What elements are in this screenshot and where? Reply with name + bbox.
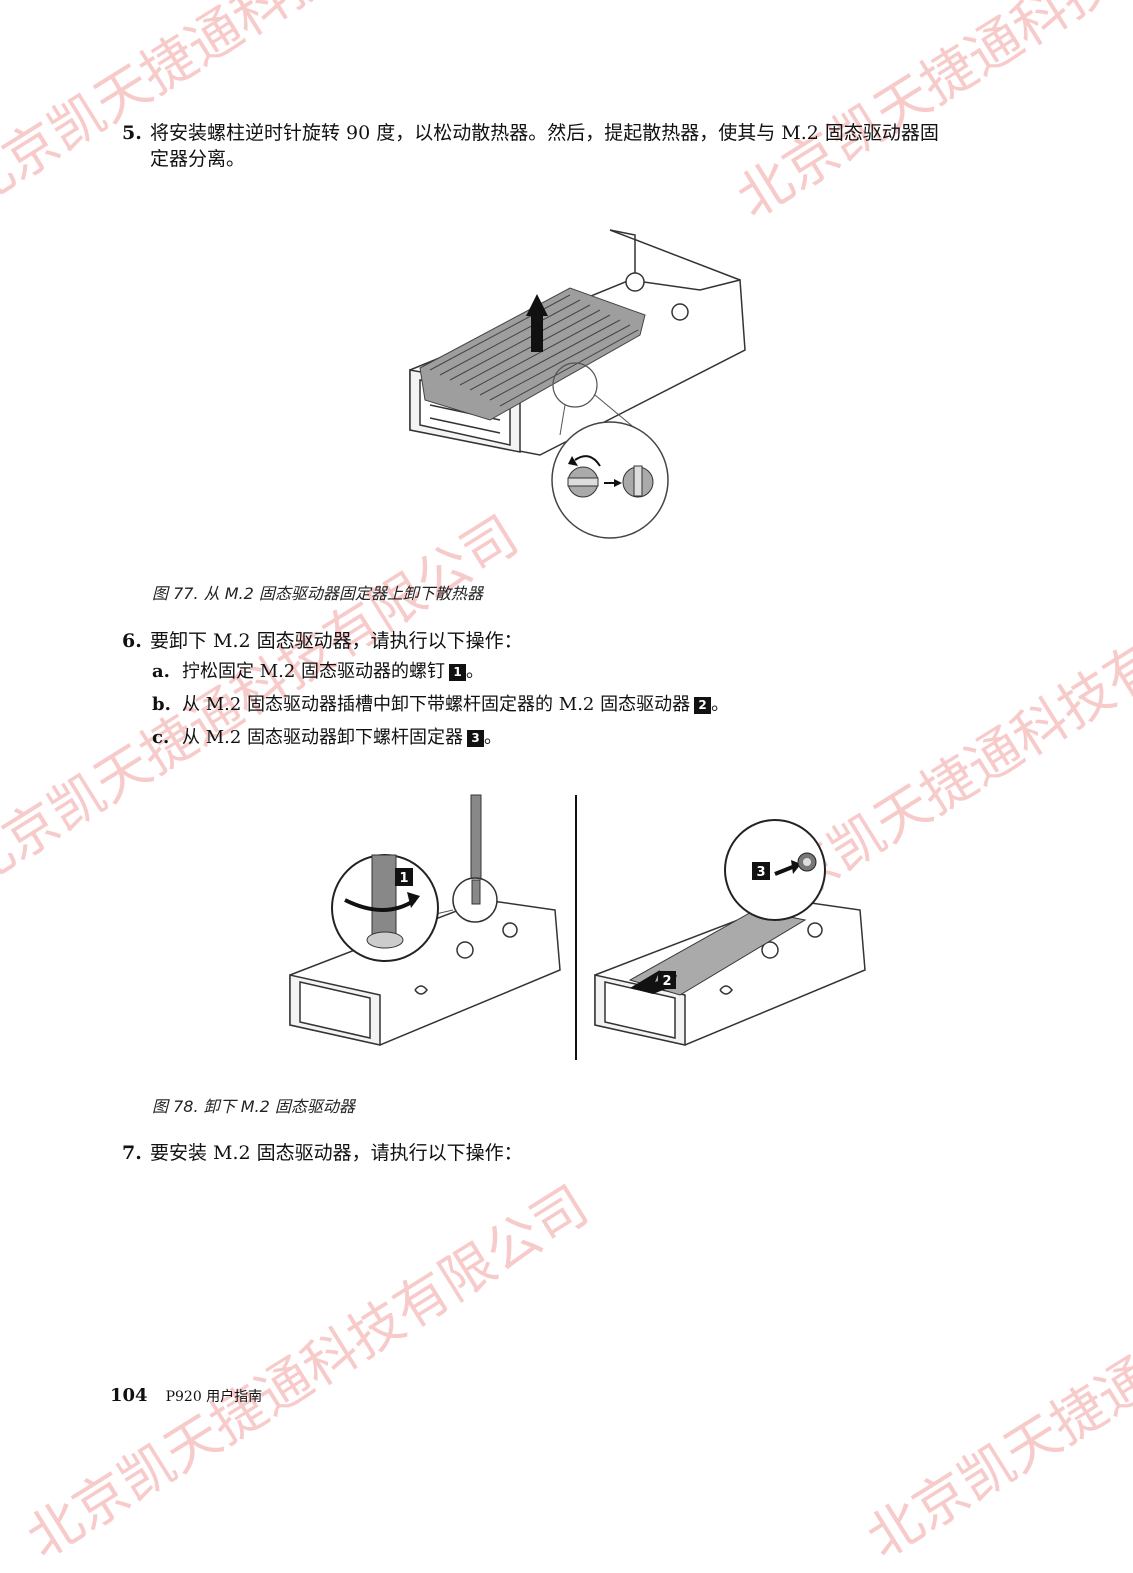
substep-end: 。 [466, 661, 485, 682]
substep-end: 。 [711, 694, 730, 715]
step-6: 6. 要卸下 M.2 固态驱动器，请执行以下操作： [122, 628, 1022, 654]
figure-78-ssd-removal: 1 2 3 [289, 794, 866, 1060]
lift-arrow-icon [526, 294, 548, 352]
substep-end: 。 [484, 727, 503, 748]
figure-78-caption: 图 78. 卸下 M.2 固态驱动器 [152, 1097, 355, 1116]
step-5-line2: 定器分离。 [150, 148, 246, 170]
substep-text: 从 M.2 固态驱动器插槽中卸下带螺杆固定器的 M.2 固态驱动器 [182, 694, 691, 715]
step-number: 7. [122, 1142, 142, 1164]
figure-callout-2: 2 [662, 974, 671, 989]
zoom-circle-standoff [724, 819, 826, 921]
watermark: 北京凯天捷通科技有限公司 [15, 1173, 599, 1571]
step-7-text: 要安装 M.2 固态驱动器，请执行以下操作： [150, 1142, 523, 1164]
substep-letter: a. [152, 661, 170, 682]
heatsink-fins [419, 287, 646, 421]
callout-badge: 1 [449, 663, 467, 681]
watermark: 北京凯天捷通科技有限公司 [725, 0, 1133, 231]
step-5: 5. 将安装螺柱逆时针旋转 90 度，以松动散热器。然后，提起散热器，使其与 M.… [122, 120, 1022, 172]
page-number: 104 [110, 1385, 148, 1406]
callout-badge: 3 [467, 729, 485, 747]
document-title: P920 用户指南 [165, 1389, 263, 1405]
figure-callout-3: 3 [756, 865, 765, 880]
step-number: 5. [122, 122, 142, 144]
substep-text: 拧松固定 M.2 固态驱动器的螺钉 [182, 661, 446, 682]
step-number: 6. [122, 630, 142, 652]
figure-77-heatsink-removal [409, 229, 746, 539]
step-5-line1: 将安装螺柱逆时针旋转 90 度，以松动散热器。然后，提起散热器，使其与 M.2 … [150, 122, 939, 144]
detail-circle [551, 421, 669, 539]
substep-text: 从 M.2 固态驱动器卸下螺杆固定器 [182, 727, 464, 748]
substep-letter: b. [152, 694, 171, 715]
watermark: 北京凯天捷通科技有限公司 [855, 1173, 1133, 1571]
page-footer: 104 P920 用户指南 [110, 1385, 262, 1406]
step-6-text: 要卸下 M.2 固态驱动器，请执行以下操作： [150, 630, 523, 652]
callout-badge: 2 [694, 696, 712, 714]
step-7: 7. 要安装 M.2 固态驱动器，请执行以下操作： [122, 1140, 1022, 1166]
substep-letter: c. [152, 727, 170, 748]
figure-77-caption: 图 77. 从 M.2 固态驱动器固定器上卸下散热器 [152, 584, 483, 603]
watermark: 北京凯天捷通科技有限公司 [0, 0, 529, 221]
figure-callout-1: 1 [399, 871, 408, 886]
